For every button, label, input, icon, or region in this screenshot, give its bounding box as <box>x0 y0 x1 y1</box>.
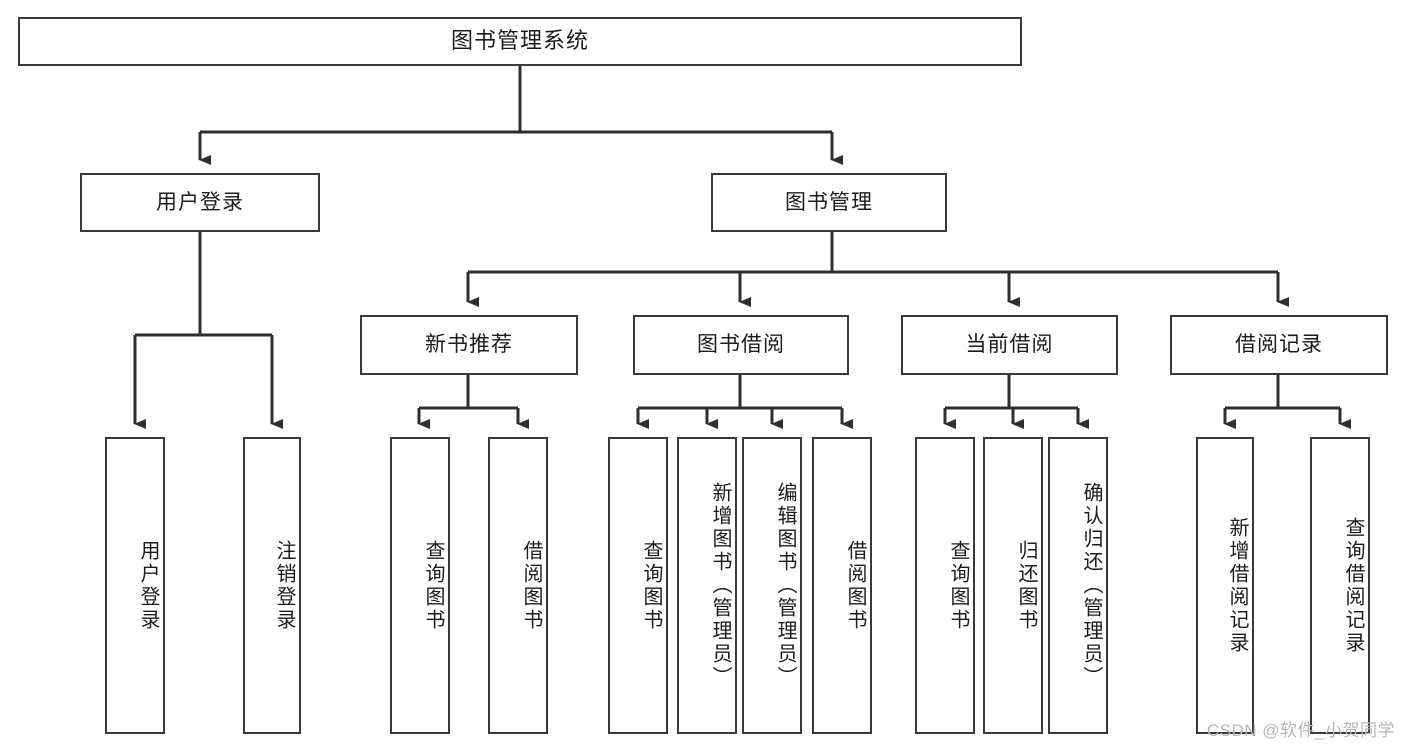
node-leaf-query-book-2-label: 查询图书 <box>640 539 662 632</box>
node-leaf-edit-book-admin-label: 编辑图书（管理员） <box>774 482 796 689</box>
node-leaf-borrow-book-1[interactable]: 借阅图书 <box>488 437 548 734</box>
node-leaf-user-login[interactable]: 用户登录 <box>105 437 165 734</box>
node-leaf-query-book-2[interactable]: 查询图书 <box>608 437 668 734</box>
node-leaf-query-book-3[interactable]: 查询图书 <box>915 437 975 734</box>
node-leaf-add-borrow-record[interactable]: 新增借阅记录 <box>1196 437 1254 734</box>
node-current-borrow[interactable]: 当前借阅 <box>901 315 1118 375</box>
node-leaf-return-book-label: 归还图书 <box>1015 539 1037 632</box>
node-leaf-query-book-1[interactable]: 查询图书 <box>390 437 450 734</box>
node-leaf-add-borrow-record-label: 新增借阅记录 <box>1226 516 1248 655</box>
node-leaf-logout-login[interactable]: 注销登录 <box>243 437 301 734</box>
node-new-book-recommend[interactable]: 新书推荐 <box>360 315 578 375</box>
node-new-book-recommend-label: 新书推荐 <box>425 333 513 357</box>
node-leaf-borrow-book-2[interactable]: 借阅图书 <box>812 437 872 734</box>
node-leaf-borrow-book-1-label: 借阅图书 <box>520 539 542 632</box>
node-borrow-record-label: 借阅记录 <box>1235 333 1323 357</box>
node-leaf-confirm-return-admin[interactable]: 确认归还（管理员） <box>1048 437 1108 734</box>
watermark-text: CSDN @软件_小贺同学 <box>1206 721 1395 740</box>
node-book-borrow[interactable]: 图书借阅 <box>633 315 849 375</box>
node-user-login-label: 用户登录 <box>156 190 244 214</box>
node-user-login[interactable]: 用户登录 <box>80 173 320 232</box>
node-leaf-query-book-3-label: 查询图书 <box>947 539 969 632</box>
node-leaf-add-book-admin[interactable]: 新增图书（管理员） <box>677 437 737 734</box>
node-leaf-query-book-1-label: 查询图书 <box>422 539 444 632</box>
node-book-borrow-label: 图书借阅 <box>697 333 785 357</box>
node-current-borrow-label: 当前借阅 <box>965 333 1054 357</box>
node-borrow-record[interactable]: 借阅记录 <box>1170 315 1388 375</box>
node-leaf-confirm-return-admin-label: 确认归还（管理员） <box>1080 482 1102 689</box>
node-root-label: 图书管理系统 <box>450 28 589 54</box>
node-leaf-user-login-label: 用户登录 <box>137 539 159 632</box>
node-book-manage-label: 图书管理 <box>785 190 873 214</box>
node-leaf-query-borrow-record-label: 查询借阅记录 <box>1342 516 1364 655</box>
node-leaf-query-borrow-record[interactable]: 查询借阅记录 <box>1310 437 1370 734</box>
node-root[interactable]: 图书管理系统 <box>18 17 1022 66</box>
node-leaf-return-book[interactable]: 归还图书 <box>983 437 1043 734</box>
node-leaf-borrow-book-2-label: 借阅图书 <box>844 539 866 632</box>
node-leaf-add-book-admin-label: 新增图书（管理员） <box>709 482 731 689</box>
node-leaf-logout-login-label: 注销登录 <box>273 539 295 632</box>
node-leaf-edit-book-admin[interactable]: 编辑图书（管理员） <box>742 437 802 734</box>
node-book-manage[interactable]: 图书管理 <box>711 173 947 232</box>
